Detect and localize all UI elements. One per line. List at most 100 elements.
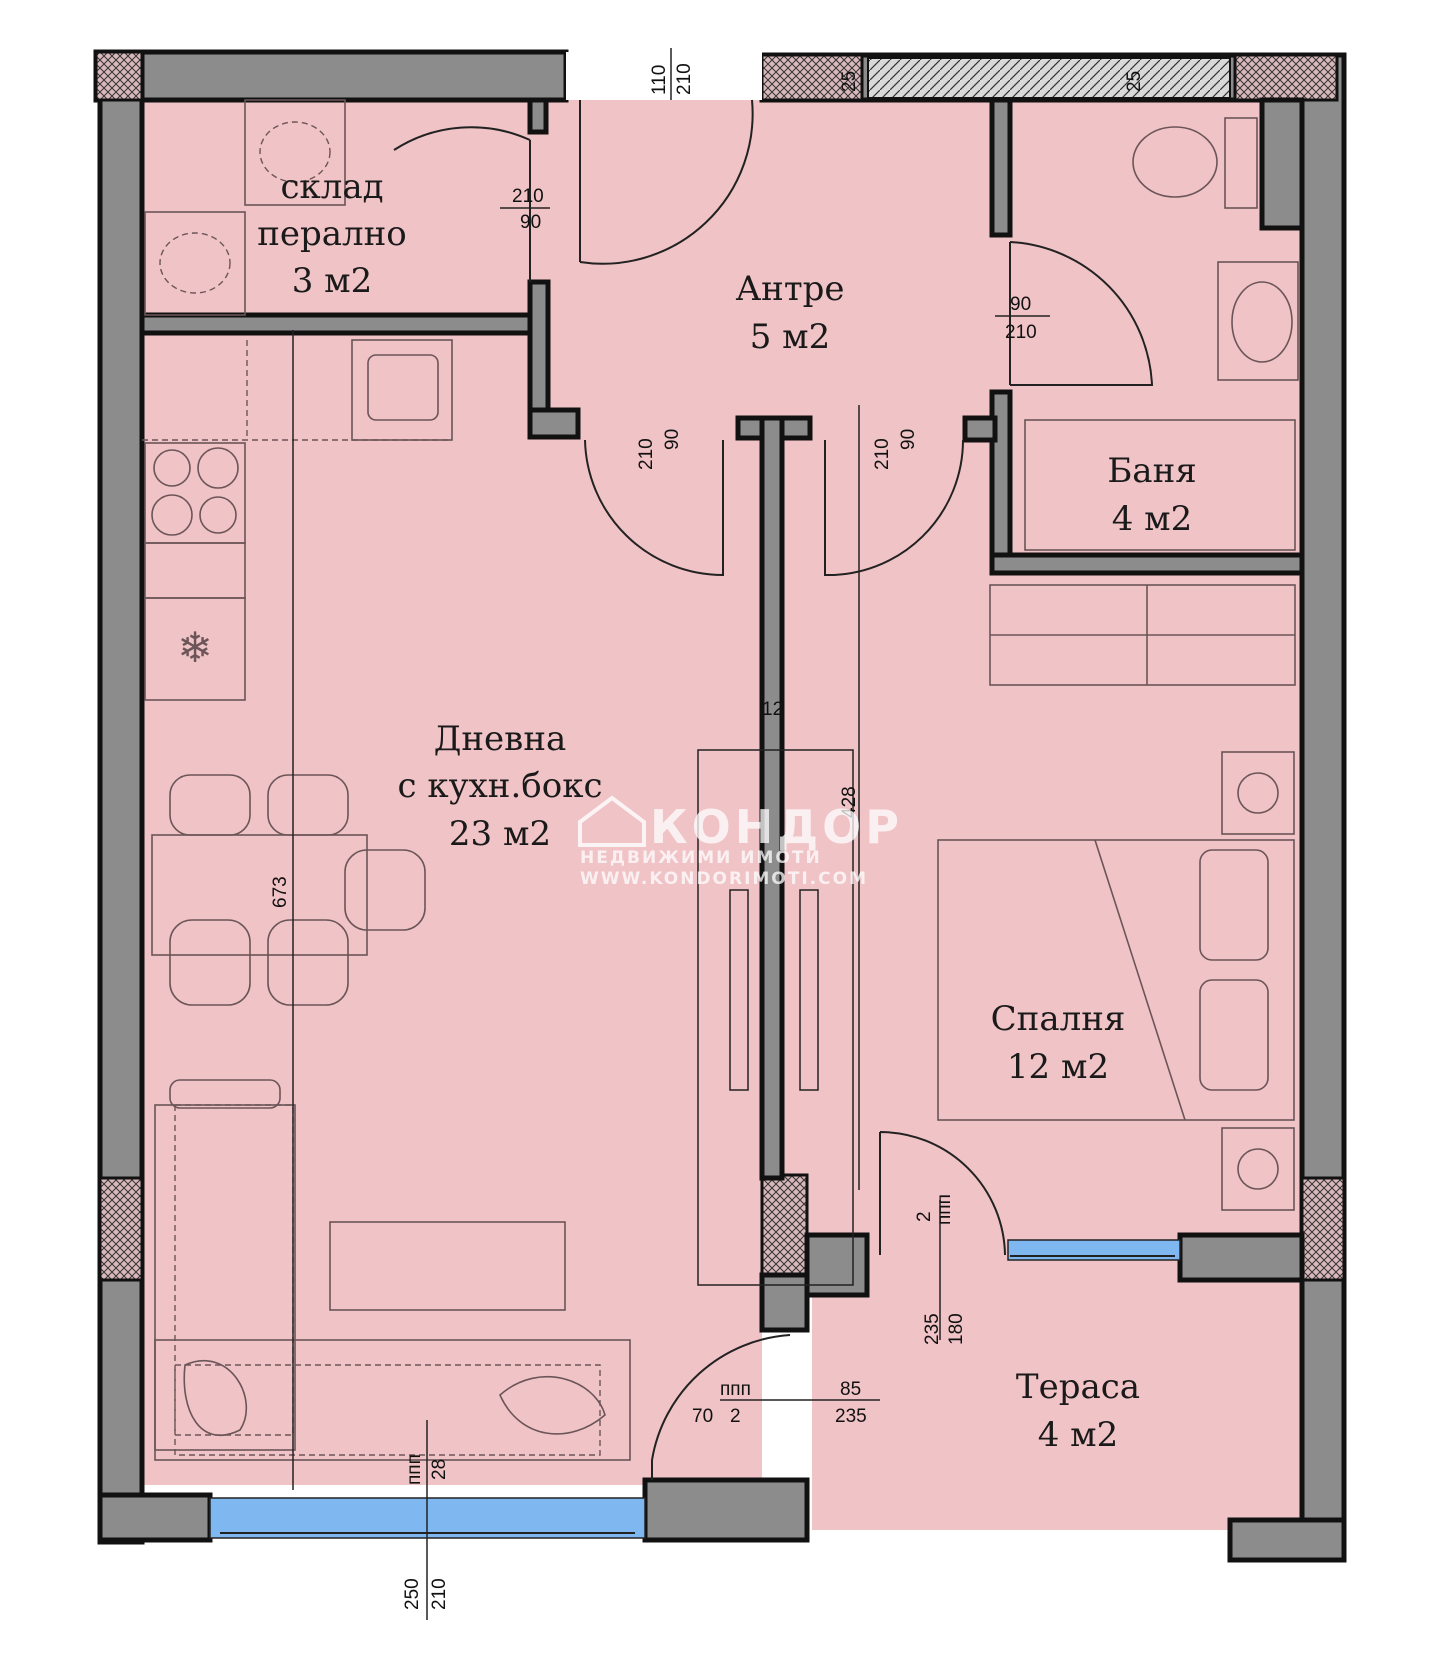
dim-bath-door-bottom: 210 — [1005, 322, 1037, 343]
floor-areas — [142, 100, 1302, 1530]
column-center — [760, 1173, 809, 1277]
storage-bottom-wall — [139, 312, 535, 336]
dim-bath-door-top: 90 — [1010, 294, 1031, 315]
dim-entrance-bottom: 110 — [649, 65, 670, 95]
room-labels: склад перално 3 м2 Антре 5 м2 Баня 4 м2 … — [257, 167, 1196, 1455]
dim-wall-left: 25 — [839, 71, 860, 92]
dim-bedroom-door-b: 90 — [898, 429, 919, 450]
dim-terrace-door-a: 180 — [946, 1313, 967, 1345]
bathroom-sink — [1217, 261, 1299, 381]
storage-appliance-top — [244, 99, 346, 206]
bath-left-wall-top — [989, 97, 1013, 238]
dimension-labels: 210 110 25 25 210 90 90 210 210 90 210 9… — [270, 63, 1145, 1610]
chair — [169, 919, 251, 1006]
living-name-line1: Дневна — [434, 719, 567, 759]
top-wall-left — [93, 49, 569, 103]
dim-entrance-top: 210 — [674, 63, 695, 95]
column-left-mid — [98, 1176, 144, 1282]
storage-appliance-bottom — [144, 211, 246, 316]
bed — [937, 839, 1295, 1121]
dim-terrace-door-b: 235 — [922, 1313, 943, 1345]
nightstand — [1221, 751, 1295, 835]
dim-living-depth: 673 — [270, 876, 291, 908]
snowflake-icon: ❄ — [177, 623, 212, 672]
bedroom-area: 12 м2 — [1007, 1047, 1109, 1087]
toilet — [1132, 126, 1218, 198]
terrace-name: Тераса — [1016, 1367, 1140, 1407]
bath-stub — [962, 415, 998, 443]
sofa-seat — [154, 1339, 631, 1461]
walls — [93, 49, 1347, 1563]
terrace-floor — [812, 1240, 1302, 1530]
top-wall-hatch-segment — [867, 57, 1231, 99]
dim-window-bottom-250: 250 — [402, 1578, 423, 1610]
sofa-armrest — [169, 1079, 281, 1109]
pillow — [1199, 849, 1269, 961]
bath-bottom-wall — [989, 552, 1305, 576]
hall-living-stub — [527, 407, 581, 440]
entrance-door-swing — [579, 99, 754, 265]
bottom-wall-mid — [642, 1477, 810, 1543]
dim-bedroom-terrace-door-b: 2 — [914, 1211, 935, 1222]
watermark-subtitle: НЕДВИЖИМИ ИМОТИ — [580, 848, 822, 868]
bathtub-shower — [1024, 419, 1296, 551]
column-top-right — [1233, 53, 1339, 102]
terrace-area: 4 м2 — [1038, 1415, 1119, 1455]
chair — [344, 849, 426, 931]
watermark-website: WWW.KONDORIMOTI.COM — [580, 869, 868, 889]
storage-door-swing — [393, 126, 531, 282]
storage-right-wall-top — [527, 97, 549, 135]
terrace-divider — [1177, 1232, 1305, 1283]
furniture: ❄ — [142, 99, 1299, 1461]
dim-storage-door-bottom: 90 — [520, 212, 541, 233]
chair — [267, 774, 349, 836]
dim-living-terrace-ppp: ппп — [720, 1379, 751, 1400]
living-door-swing — [584, 439, 724, 577]
hall-lower-floor — [600, 420, 1000, 600]
storage-name-line2: перално — [257, 214, 407, 254]
house-logo-icon — [578, 795, 646, 847]
column-right-mid — [1300, 1176, 1346, 1282]
watermark-brand: КОНДОР — [650, 800, 903, 854]
dim-storage-door-top: 210 — [512, 186, 544, 207]
dim-window-ppp: ппп — [404, 1454, 425, 1485]
entrance-opening — [566, 52, 762, 100]
dim-window-28: 28 — [429, 1459, 450, 1480]
dim-bedroom-door-a: 210 — [872, 438, 893, 470]
living-area: 23 м2 — [449, 814, 551, 854]
nightstand — [1221, 1127, 1295, 1211]
cushion — [499, 1375, 606, 1435]
terrace-door-swing — [879, 1131, 1006, 1256]
hall-area: 5 м2 — [750, 317, 831, 357]
dim-living-terrace-70: 70 — [692, 1406, 713, 1427]
bath-door-swing — [1009, 241, 1154, 386]
storage-floor — [142, 100, 532, 315]
doors — [393, 99, 1154, 1480]
column-top-left — [94, 50, 144, 102]
watermark: КОНДОР НЕДВИЖИМИ ИМОТИ WWW.KONDORIMOTI.C… — [578, 795, 903, 889]
living-name-line2: с кухн.бокс — [398, 766, 603, 806]
storage-area: 3 м2 — [292, 261, 373, 301]
dim-wall-right: 25 — [1124, 71, 1145, 92]
living-terrace-door-swing — [651, 1334, 791, 1480]
dim-living-terrace-2: 2 — [730, 1406, 741, 1427]
partition-step — [804, 1232, 870, 1298]
dim-living-door-a: 210 — [636, 438, 657, 470]
partition-wall — [759, 415, 785, 1181]
bedroom-name: Спалня — [991, 999, 1126, 1039]
fridge — [144, 597, 246, 701]
right-wall — [1299, 52, 1347, 1563]
chair — [267, 919, 349, 1006]
dining-table — [151, 834, 368, 956]
hall-name: Антре — [735, 269, 844, 309]
dim-living-terrace-235: 235 — [835, 1406, 867, 1427]
dim-partition-thickness: 12 — [762, 699, 783, 720]
dimension-lines — [292, 48, 941, 1620]
bathroom-area: 4 м2 — [1112, 499, 1193, 539]
bedroom-door-swing — [824, 439, 964, 577]
dim-living-terrace-85: 85 — [840, 1379, 861, 1400]
partition-bottom — [759, 1272, 810, 1333]
chair — [169, 774, 251, 836]
dim-partition-length: 428 — [839, 786, 860, 818]
dim-window-bottom-210: 210 — [429, 1578, 450, 1610]
